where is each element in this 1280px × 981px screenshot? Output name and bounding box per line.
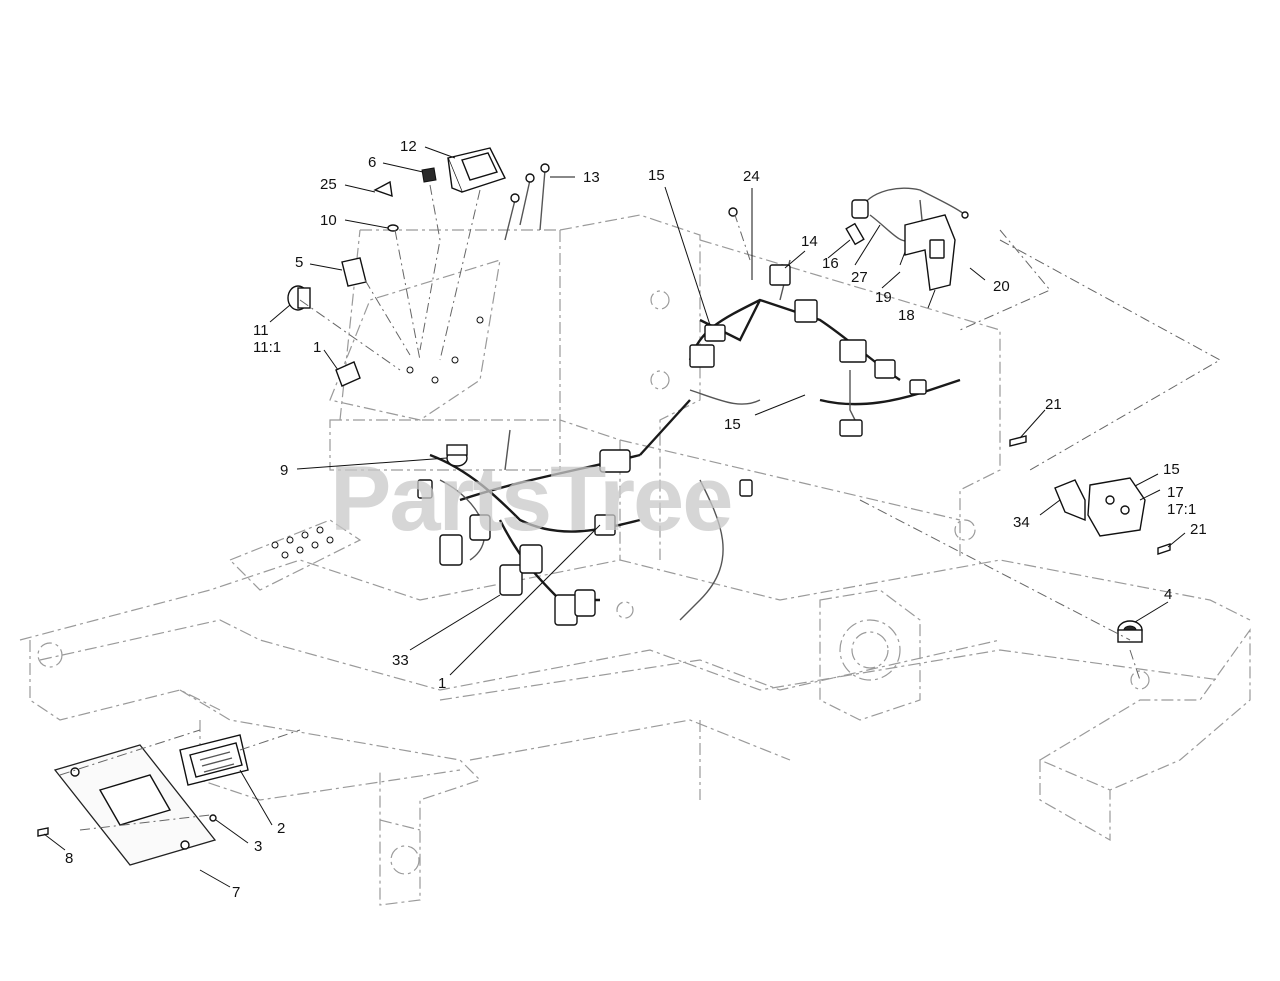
callout-11-1: 11:1 [253, 339, 281, 356]
callout-16: 16 [822, 255, 839, 272]
part-2-headlight [179, 734, 249, 786]
callout-13: 13 [583, 169, 600, 186]
part-11-hour-meter [287, 285, 311, 311]
callout-9: 9 [280, 462, 288, 479]
part-8-screw [37, 827, 49, 837]
part-24-screw [728, 207, 738, 217]
part-21-screw-lower [1157, 543, 1171, 555]
watermark: PartsTree [330, 448, 731, 550]
seat-harness [851, 187, 969, 291]
callout-2: 2 [277, 820, 285, 837]
wiring-harness [417, 399, 753, 626]
callout-7: 7 [232, 884, 240, 901]
part-19-pin [899, 251, 906, 266]
assembly-lines [59, 184, 1222, 831]
part-21-screw-upper [1009, 435, 1027, 447]
mower-frame [19, 214, 1251, 906]
part-25-gasket [373, 180, 393, 198]
callout-24: 24 [743, 168, 760, 185]
callout-5: 5 [295, 254, 303, 271]
part-12-module [447, 147, 506, 193]
part-4-outlet [1117, 620, 1143, 643]
relay-assembly [1054, 477, 1146, 537]
callout-1-upper: 1 [313, 339, 321, 356]
callout-labels: 12 6 25 13 10 5 11 11:1 1 9 33 1 15 24 1… [65, 138, 1207, 901]
callout-20: 20 [993, 278, 1010, 295]
part-16-plug [845, 222, 865, 246]
part-6-switch [421, 167, 437, 183]
callout-15-mid: 15 [724, 416, 741, 433]
callout-21-upper: 21 [1045, 396, 1062, 413]
callout-1-lower: 1 [438, 675, 446, 692]
control-panel-plate [329, 259, 501, 421]
callout-6: 6 [368, 154, 376, 171]
callout-10: 10 [320, 212, 337, 229]
part-1-connector [335, 361, 361, 387]
callout-17-1: 17:1 [1167, 501, 1196, 518]
callout-25: 25 [320, 176, 337, 193]
callout-8: 8 [65, 850, 73, 867]
foot-plate [271, 526, 334, 559]
part-9-ignition [446, 444, 468, 467]
callout-27: 27 [851, 269, 868, 286]
callout-17: 17 [1167, 484, 1184, 501]
callout-21-lower: 21 [1190, 521, 1207, 538]
leader-lines [43, 146, 1186, 888]
callout-34: 34 [1013, 514, 1030, 531]
part-13-leads [504, 163, 550, 241]
part-5-switch [341, 257, 367, 287]
callout-12: 12 [400, 138, 417, 155]
callout-3: 3 [254, 838, 262, 855]
part-7-bezel [53, 744, 217, 866]
callout-33: 33 [392, 652, 409, 669]
callout-11: 11 [253, 322, 269, 339]
rear-harness [688, 259, 961, 437]
callout-14: 14 [801, 233, 818, 250]
callout-19: 19 [875, 289, 892, 306]
callout-18: 18 [898, 307, 915, 324]
callout-4: 4 [1164, 586, 1172, 603]
part-3-screw [209, 814, 217, 822]
callout-15-right: 15 [1163, 461, 1180, 478]
part-10-washer [387, 224, 399, 232]
callout-15-top: 15 [648, 167, 665, 184]
